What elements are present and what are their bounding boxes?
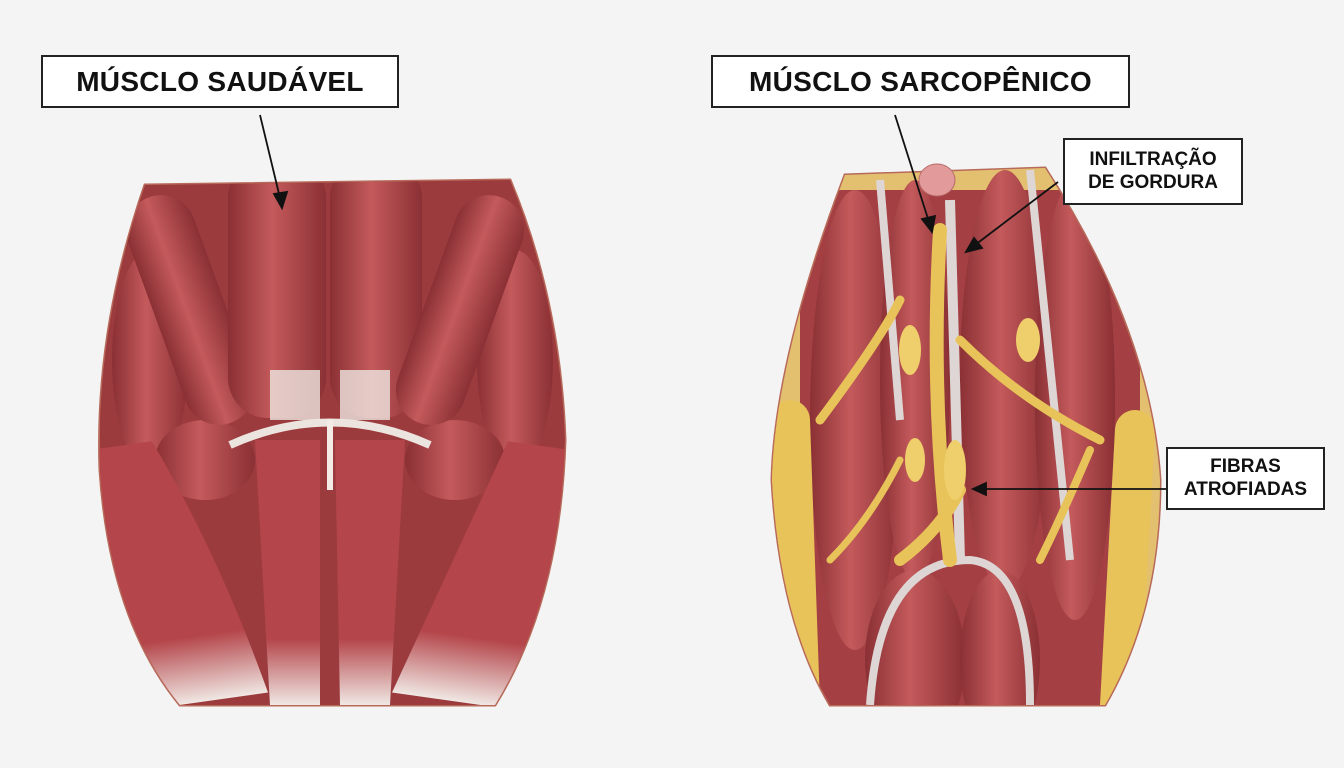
sarcopenic-muscle-title: MÚSCLO SARCOPÊNICO xyxy=(749,65,1092,97)
fat-infiltration-line1: INFILTRAÇÃO xyxy=(1089,148,1217,170)
atrophied-fibers-label: FIBRAS ATROFIADAS xyxy=(1166,447,1325,510)
fat-infiltration-label: INFILTRAÇÃO DE GORDURA xyxy=(1063,138,1243,205)
muscle-fascicles-upper xyxy=(125,180,525,425)
sarcopenic-muscle xyxy=(770,163,1162,707)
sarcopenic-muscle-label: MÚSCLO SARCOPÊNICO xyxy=(711,55,1130,108)
healthy-muscle-label: MÚSCLO SAUDÁVEL xyxy=(41,55,399,108)
healthy-muscle xyxy=(98,178,567,707)
healthy-muscle-title: MÚSCLO SAUDÁVEL xyxy=(76,65,364,97)
atrophied-fibers-line2: ATROFIADAS xyxy=(1183,478,1308,500)
pointer-arrows xyxy=(259,114,1166,497)
atrophied-fibers-line1: FIBRAS xyxy=(1210,455,1281,477)
fat-infiltration-line2: DE GORDURA xyxy=(1088,171,1218,193)
